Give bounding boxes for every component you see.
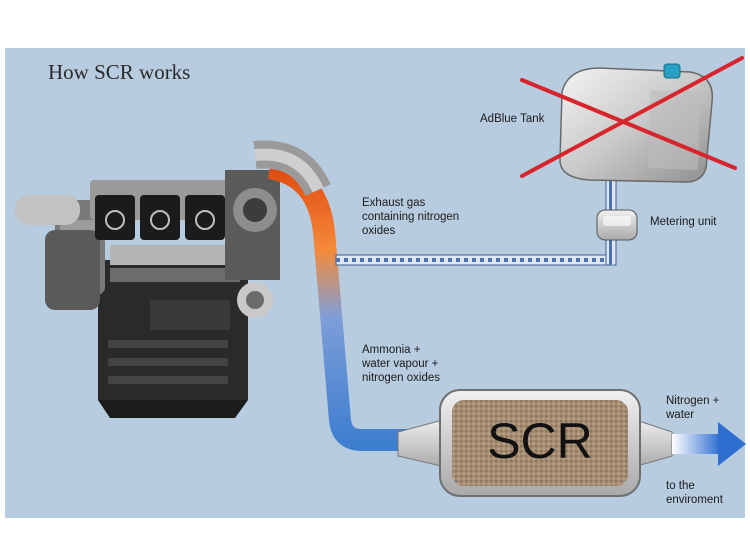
to-environment-label: to the enviroment [666, 480, 723, 506]
cross-out-mark [520, 56, 744, 178]
metering-unit-label: Metering unit [650, 216, 717, 228]
exhaust-gas-label: Exhaust gas containing nitrogen oxides [362, 197, 460, 237]
ammonia-label: Ammonia + water vapour + nitrogen oxides [362, 344, 440, 384]
adblue-tank-label: AdBlue Tank [480, 113, 545, 125]
outflow-arrow-icon [672, 422, 746, 466]
adblue-tank-icon [559, 63, 714, 183]
nitrogen-water-label: Nitrogen + water [666, 395, 720, 421]
scr-catalyst-icon [397, 389, 673, 497]
diagram-title: How SCR works [48, 60, 191, 84]
engine-illustration [15, 170, 280, 418]
metering-unit-icon [596, 209, 638, 241]
scr-label: SCR [487, 413, 593, 469]
